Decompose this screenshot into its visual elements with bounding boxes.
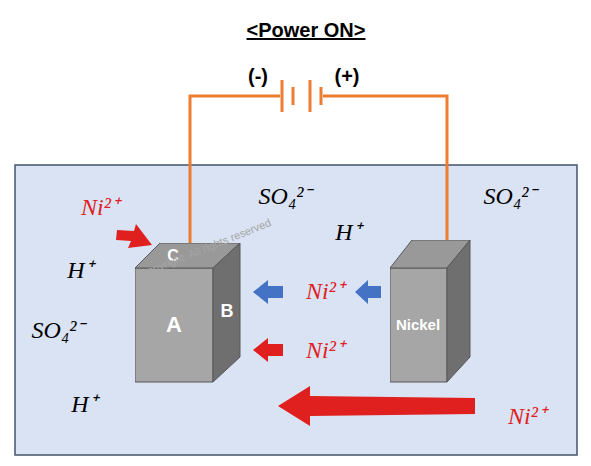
battery-symbol bbox=[282, 80, 321, 112]
face-label: A bbox=[166, 314, 182, 336]
cube-front bbox=[390, 268, 447, 382]
wire bbox=[323, 96, 447, 250]
ion-label: SO₄²⁻ bbox=[259, 184, 312, 208]
cube-side bbox=[213, 243, 240, 382]
ion-label: H⁺ bbox=[71, 392, 96, 416]
ion-label: H⁺ bbox=[67, 258, 92, 282]
ion-label: H⁺ bbox=[335, 220, 360, 244]
red-arrow bbox=[278, 386, 475, 426]
ion-label: Ni²⁺ bbox=[306, 279, 344, 303]
cube-side bbox=[447, 240, 470, 382]
title: <Power ON> bbox=[247, 20, 366, 40]
face-label: Nickel bbox=[396, 317, 440, 332]
red-arrow bbox=[253, 338, 283, 362]
electrolyte-bath bbox=[15, 165, 577, 455]
blue-arrow bbox=[355, 280, 381, 304]
ion-label: Ni²⁺ bbox=[508, 404, 546, 428]
blue-arrow bbox=[253, 280, 283, 304]
terminal-label: (+) bbox=[335, 66, 360, 86]
cube-front bbox=[135, 268, 213, 382]
electrode-cube: Nickel bbox=[390, 240, 471, 383]
cube-shape bbox=[390, 240, 471, 383]
ion-label: Ni²⁺ bbox=[306, 338, 344, 362]
terminal-label: (-) bbox=[248, 66, 268, 86]
face-label: B bbox=[221, 302, 234, 320]
ion-label: Ni²⁺ bbox=[81, 195, 119, 219]
ion-label: SO₄²⁻ bbox=[484, 184, 537, 208]
ion-label: SO₄²⁻ bbox=[32, 318, 85, 342]
red-arrow bbox=[116, 224, 152, 248]
